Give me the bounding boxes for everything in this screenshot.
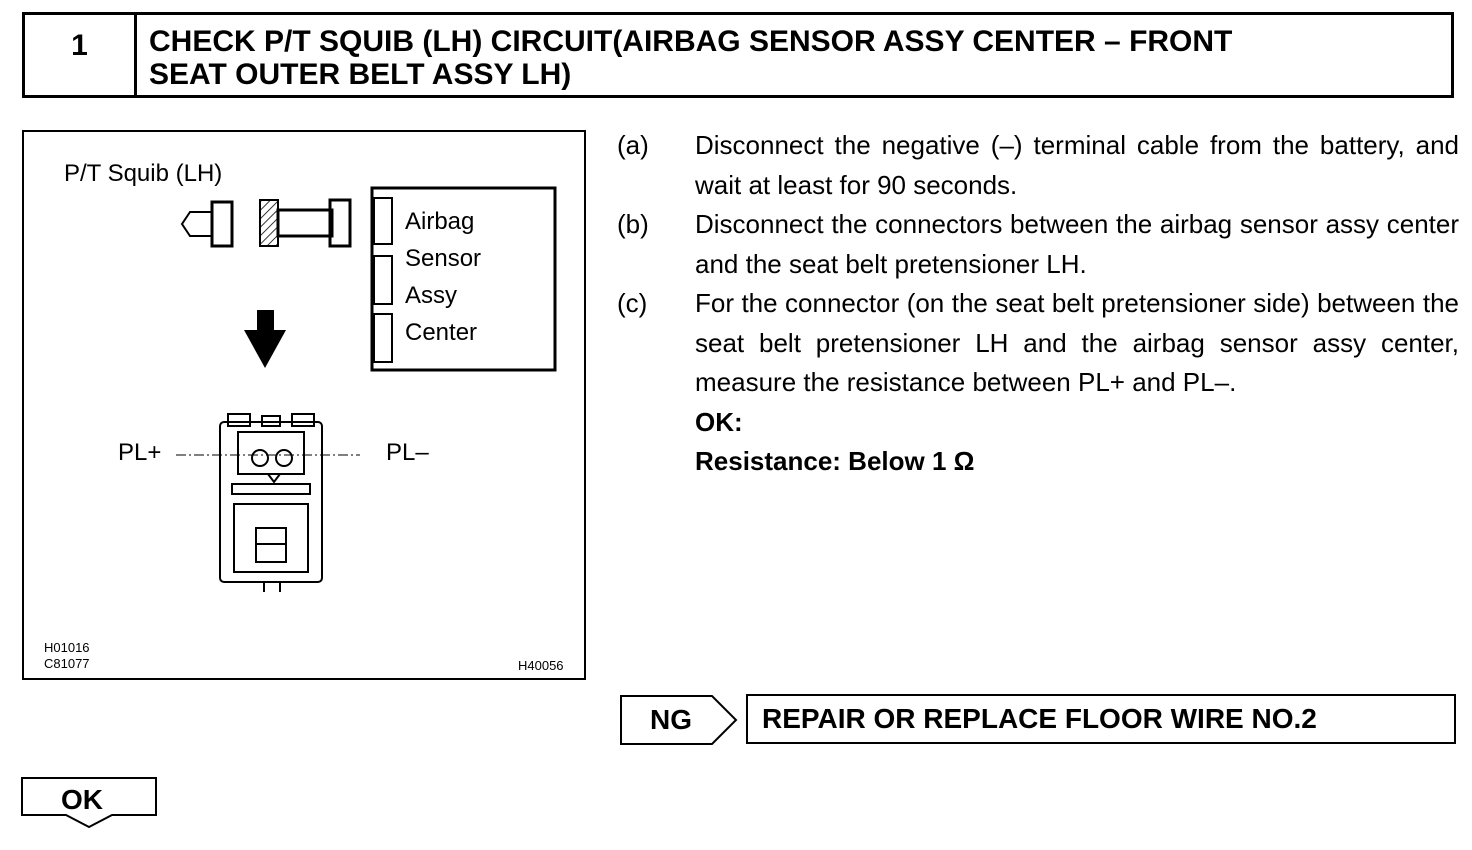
ok-arrow-shape (21, 777, 157, 829)
step-text: Disconnect the negative (–) terminal cab… (695, 130, 1459, 200)
pl-minus-label: PL– (386, 439, 429, 466)
figure-id: H40056 (518, 658, 564, 673)
airbag-sensor-box (370, 186, 557, 372)
step-header: 1 CHECK P/T SQUIB (LH) CIRCUIT(AIRBAG SE… (22, 12, 1454, 98)
harness-connector (276, 198, 352, 248)
ok-label: OK (61, 784, 103, 815)
squib-label: P/T Squib (LH) (64, 160, 223, 187)
down-arrow-icon (244, 310, 286, 368)
ng-branch: NG (620, 695, 738, 745)
figure-code-1: H01016 (44, 640, 90, 655)
ok-branch: OK (20, 777, 158, 829)
ecu-label-line-3: Assy (405, 282, 458, 309)
step-item: (c) For the connector (on the seat belt … (617, 284, 1459, 403)
step-text: Disconnect the connectors between the ai… (695, 209, 1459, 279)
ecu-label-line-2: Sensor (405, 245, 482, 272)
ecu-label-line-4: Center (405, 319, 478, 346)
ecu-label-line-1: Airbag (405, 208, 475, 235)
step-title-line-2: SEAT OUTER BELT ASSY LH) (149, 58, 572, 91)
ng-arrow-shape (620, 695, 738, 745)
step-text: For the connector (on the seat belt pret… (695, 288, 1459, 397)
figure-code-2: C81077 (44, 656, 90, 671)
step-item: (a) Disconnect the negative (–) terminal… (617, 126, 1459, 205)
hatched-connector (259, 199, 279, 247)
step-title: CHECK P/T SQUIB (LH) CIRCUIT(AIRBAG SENS… (137, 15, 1451, 95)
step-key: (a) (617, 130, 649, 160)
step-key: (c) (617, 288, 648, 318)
step-title-line-1: CHECK P/T SQUIB (LH) CIRCUIT(AIRBAG SENS… (149, 25, 1233, 58)
connector-drawing (176, 186, 557, 592)
connector-face (219, 413, 323, 592)
step-item: (b) Disconnect the connectors between th… (617, 205, 1459, 284)
ok-heading: OK: (695, 406, 743, 437)
step-key: (b) (617, 209, 649, 239)
squib-plug (180, 200, 234, 248)
resistance-spec: Resistance: Below 1 Ω (695, 446, 975, 476)
procedure-steps: (a) Disconnect the negative (–) terminal… (617, 126, 1459, 482)
pl-plus-label: PL+ (118, 439, 162, 466)
ng-action: REPAIR OR REPLACE FLOOR WIRE NO.2 (746, 694, 1456, 744)
step-number: 1 (25, 15, 137, 95)
ng-label: NG (650, 704, 692, 735)
connector-diagram: P/T Squib (LH) Airbag Sensor Assy Center… (22, 130, 586, 680)
